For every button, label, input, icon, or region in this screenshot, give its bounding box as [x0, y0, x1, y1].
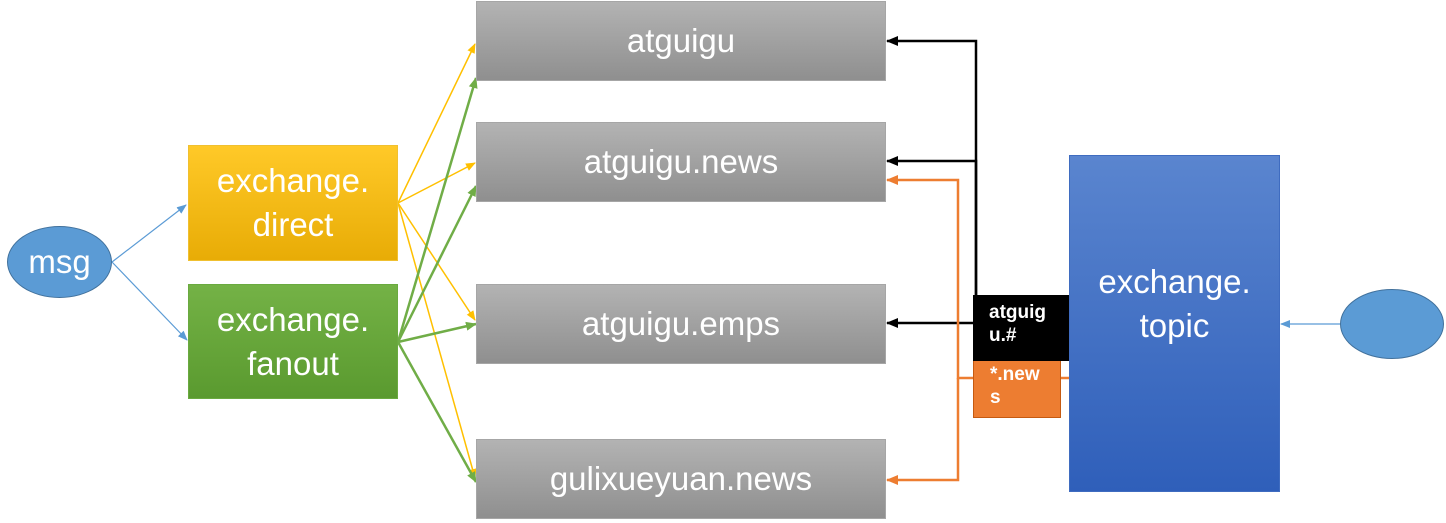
routing-key-news-line2: s	[990, 387, 1001, 408]
queue-gulixueyuan-news: gulixueyuan.news	[476, 439, 886, 519]
edge-hash-to-atguigu-news	[886, 156, 978, 300]
queue-atguigu-news: atguigu.news	[476, 122, 886, 202]
routing-key-news-line1: *.new	[990, 364, 1040, 385]
edge-news-to-atguigu-news	[886, 175, 975, 380]
exchange-topic-label-line1: exchange.	[1098, 262, 1251, 300]
queue-atguigu-emps: atguigu.emps	[476, 284, 886, 364]
edge-direct-to-atguigu-emps	[397, 202, 476, 321]
queue-gulixueyuan-news-label: gulixueyuan.news	[549, 460, 813, 497]
exchange-topic-label-line2: topic	[1139, 306, 1210, 344]
exchange-fanout-node: exchange. fanout	[188, 284, 398, 399]
topic-producer-node	[1340, 289, 1444, 359]
edge-hash-to-atguigu	[886, 36, 978, 300]
queue-atguigu-emps-label: atguigu.emps	[581, 305, 781, 342]
exchange-fanout-label-line2: fanout	[247, 344, 339, 382]
exchange-direct-node: exchange. direct	[188, 145, 398, 261]
exchange-topic-node: exchange. topic	[1069, 155, 1280, 492]
queue-atguigu-label: atguigu	[626, 22, 736, 59]
queue-atguigu-news-label: atguigu.news	[583, 143, 779, 180]
edge-direct-to-atguigu-news	[397, 162, 476, 204]
edge-fanout-to-gulixueyuan-news	[396, 341, 478, 483]
edge-msg-to-direct	[111, 204, 187, 263]
queue-atguigu: atguigu	[476, 1, 886, 81]
edge-fanout-to-atguigu-emps	[397, 321, 477, 344]
msg-label: msg	[28, 243, 91, 280]
edge-fanout-to-atguigu	[396, 77, 478, 343]
exchange-direct-label-line2: direct	[252, 206, 334, 243]
routing-key-news: *.new s	[973, 358, 1061, 418]
exchange-fanout-label-line1: exchange.	[216, 300, 370, 338]
edge-msg-to-fanout	[111, 261, 188, 341]
routing-key-hash-line2: u.#	[989, 325, 1017, 346]
msg-producer-node: msg	[7, 226, 112, 298]
edge-news-to-gulixueyuan-news	[886, 378, 960, 485]
routing-key-hash: atguig u.#	[973, 295, 1071, 361]
exchange-direct-label-line1: exchange.	[216, 162, 370, 199]
edge-fanout-to-atguigu-news	[396, 185, 478, 343]
edge-direct-to-gulixueyuan-news	[397, 202, 477, 479]
edge-direct-to-atguigu	[397, 43, 476, 204]
routing-key-hash-line1: atguig	[989, 302, 1046, 323]
